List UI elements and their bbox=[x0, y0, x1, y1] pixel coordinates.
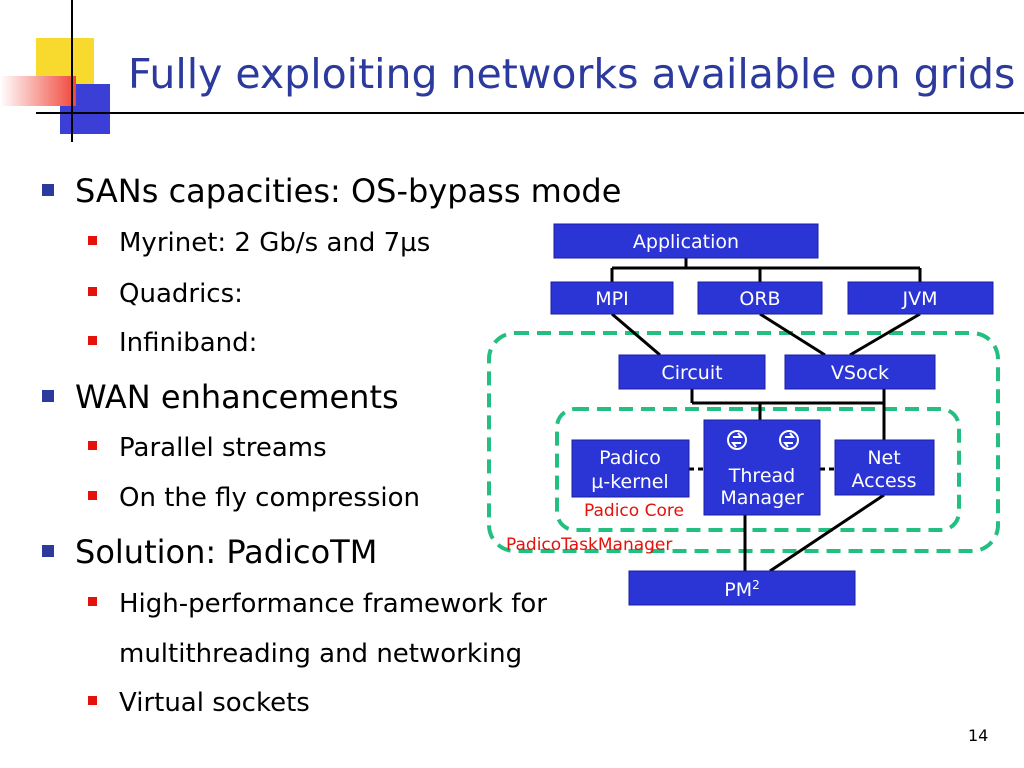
connector bbox=[611, 312, 661, 357]
sub-bullet-mark bbox=[88, 491, 97, 500]
net-access-box bbox=[834, 439, 935, 496]
pm2-label-base: PM bbox=[724, 579, 752, 601]
pm2-label: PM2 bbox=[724, 578, 760, 601]
mpi-box bbox=[550, 281, 674, 315]
connector bbox=[849, 312, 921, 357]
thread-manager-box bbox=[703, 419, 821, 516]
sub-bullet-mark bbox=[88, 287, 97, 296]
connector bbox=[759, 312, 826, 357]
padico-kernel-label-line2: µ-kernel bbox=[591, 471, 668, 493]
bullet-mark bbox=[42, 184, 54, 196]
sub-bullet-compression: On the fly compression bbox=[88, 483, 420, 513]
mpi-label: MPI bbox=[595, 288, 628, 310]
sub-bullet-mark bbox=[88, 696, 97, 705]
padico-core-label: Padico Core bbox=[584, 501, 684, 521]
bullet-mark bbox=[42, 545, 54, 557]
vsock-label: VSock bbox=[831, 362, 889, 384]
refresh-icon bbox=[779, 430, 799, 450]
application-label: Application bbox=[633, 231, 739, 253]
bullet-text: WAN enhancements bbox=[75, 378, 399, 416]
orb-box bbox=[697, 281, 823, 315]
circuit-label: Circuit bbox=[661, 362, 722, 384]
bullet-text: Myrinet: 2 Gb/s and 7µs bbox=[119, 228, 431, 258]
orb-label: ORB bbox=[739, 288, 780, 310]
jvm-box bbox=[847, 281, 994, 315]
thread-manager-label-line1: Thread bbox=[728, 465, 795, 487]
title-underline bbox=[36, 112, 1024, 114]
sub-bullet-mark bbox=[88, 236, 97, 245]
deco-red-bar bbox=[0, 76, 76, 106]
connector bbox=[769, 493, 885, 573]
application-box bbox=[553, 223, 819, 259]
bullet-text: Parallel streams bbox=[119, 433, 327, 463]
sub-bullet-myrinet: Myrinet: 2 Gb/s and 7µs bbox=[88, 228, 430, 258]
bullet-text: Solution: PadicoTM bbox=[75, 533, 378, 571]
bullet-text: multithreading and networking bbox=[119, 639, 523, 669]
deco-vertical-line bbox=[71, 0, 73, 142]
bullet-wan: WAN enhancements bbox=[42, 378, 399, 416]
sub-bullet-framework-cont: multithreading and networking bbox=[88, 639, 522, 669]
sub-bullet-quadrics: Quadrics: bbox=[88, 279, 243, 309]
bullet-solution: Solution: PadicoTM bbox=[42, 533, 377, 571]
bullet-text: SANs capacities: OS-bypass mode bbox=[75, 172, 622, 210]
sub-bullet-parallel: Parallel streams bbox=[88, 433, 327, 463]
padico-core-boundary bbox=[555, 407, 961, 532]
circuit-box bbox=[618, 354, 766, 390]
pm2-box bbox=[628, 570, 856, 606]
bullet-text: Virtual sockets bbox=[119, 688, 310, 718]
bullet-text: High-performance framework for bbox=[119, 589, 547, 619]
bullet-sans: SANs capacities: OS-bypass mode bbox=[42, 172, 621, 210]
page-number: 14 bbox=[968, 726, 989, 745]
pm2-label-sup: 2 bbox=[752, 578, 760, 592]
bullet-text: Quadrics: bbox=[119, 279, 243, 309]
sub-bullet-mark bbox=[88, 597, 97, 606]
refresh-icon bbox=[727, 430, 747, 450]
sub-bullet-virtual-sockets: Virtual sockets bbox=[88, 688, 310, 718]
bullet-text: Infiniband: bbox=[119, 328, 258, 358]
thread-manager-label-line2: Manager bbox=[720, 487, 803, 509]
padico-kernel-label-line1: Padico bbox=[599, 447, 661, 469]
net-access-label-line1: Net bbox=[867, 447, 900, 469]
slide-title: Fully exploiting networks available on g… bbox=[128, 50, 1016, 98]
net-access-label-line2: Access bbox=[851, 470, 916, 492]
bullet-mark bbox=[42, 390, 54, 402]
sub-bullet-mark bbox=[88, 336, 97, 345]
padico-kernel-box bbox=[571, 439, 690, 498]
padico-task-manager-label: PadicoTaskManager bbox=[506, 535, 672, 555]
sub-bullet-mark bbox=[88, 441, 97, 450]
vsock-box bbox=[784, 354, 936, 390]
jvm-label: JVM bbox=[902, 288, 938, 310]
sub-bullet-infiniband: Infiniband: bbox=[88, 328, 257, 358]
sub-bullet-framework: High-performance framework for bbox=[88, 589, 547, 619]
bullet-text: On the fly compression bbox=[119, 483, 421, 513]
